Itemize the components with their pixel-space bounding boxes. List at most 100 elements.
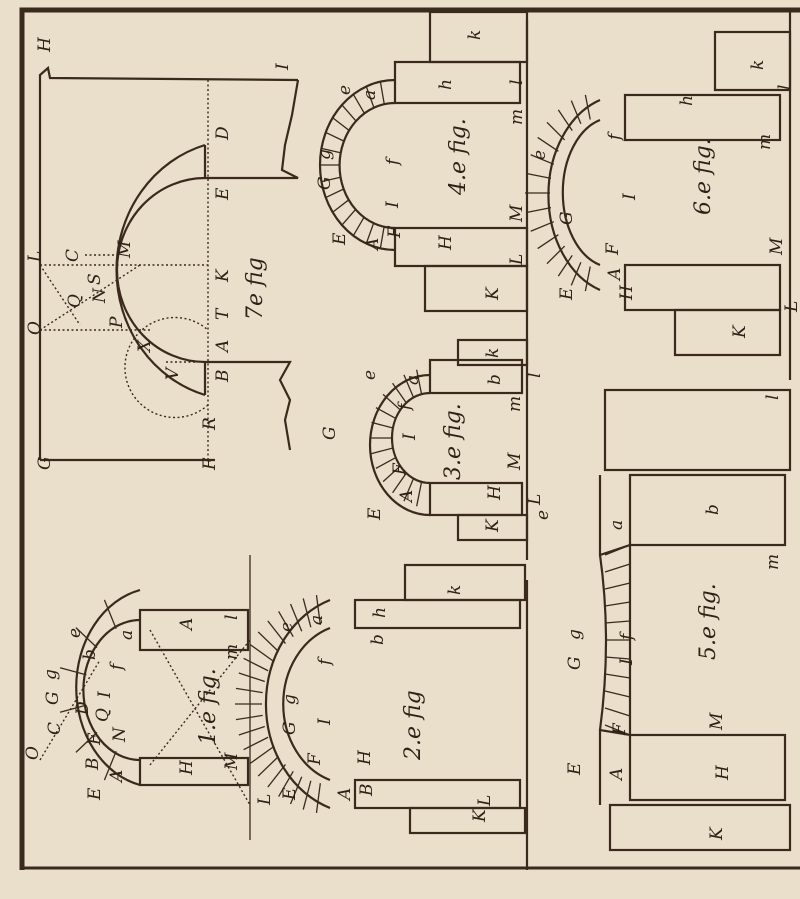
voussoir-joint (526, 172, 552, 180)
fig1-point-label: F (85, 732, 105, 746)
voussoir-joint (375, 456, 397, 469)
caption-fig-3: 3.e fig. (441, 403, 466, 480)
fig4-point-label: a (360, 90, 380, 100)
fig4-point-label: E (330, 232, 350, 246)
fig6-point-label: M (767, 237, 787, 256)
figure-1 (39, 555, 251, 840)
fig3-point-label: b (485, 374, 505, 385)
fig5-point-label: I (617, 658, 637, 666)
voussoir-joint (235, 714, 263, 721)
voussoir-joint (315, 595, 321, 625)
fig2-point-label: h (370, 607, 390, 618)
fig6-point-label: G (557, 211, 577, 225)
voussoir-joint (289, 776, 303, 805)
fig6-point-label: A (605, 268, 625, 282)
fig7-point-label: H (35, 36, 55, 53)
voussoir-joint (604, 563, 631, 573)
fig5-point-label: H (713, 764, 733, 781)
caption-fig-7: 7e fig (243, 257, 268, 320)
fig1-point-label: C (45, 722, 65, 735)
voussoir-joint (403, 478, 415, 502)
caption-fig-4: 4.e fig. (446, 118, 471, 196)
voussoir-joint (604, 690, 631, 698)
voussoir-joint (325, 188, 345, 199)
fig4-point-label: G (315, 176, 335, 190)
fig6-point-label: L (782, 301, 800, 313)
voussoir-joint (315, 783, 321, 813)
voussoir-joint (235, 687, 263, 694)
fig4-point-label: F (385, 225, 405, 239)
voussoir-joint (557, 109, 573, 132)
voussoir-joint (267, 764, 286, 788)
fig1-point-label: f (107, 661, 127, 672)
voussoir-joint (59, 704, 87, 713)
fig1-point-label: Q (93, 708, 113, 722)
voussoir-joint (257, 755, 280, 777)
fig4-point-label: g (315, 149, 335, 160)
fig3-point-label: H (485, 484, 505, 501)
voussoir-joint (604, 601, 631, 607)
voussoir-joint (243, 657, 269, 672)
fig7-point-label: V (163, 366, 183, 380)
fig1-point-label: l (222, 615, 242, 620)
voussoir-joint (278, 611, 294, 638)
voussoir-joint (382, 393, 401, 411)
fig6-point-label: E (557, 287, 577, 301)
fig7-point-label: R (200, 417, 220, 431)
fig4-point-label: f (383, 156, 403, 167)
voussoir-joint (604, 673, 631, 679)
voussoir-joint (249, 644, 274, 662)
voussoir-joint (604, 724, 631, 736)
fig6-point-label: K (730, 324, 750, 339)
fig7-point-label: X (135, 339, 155, 354)
fig7-point-label: Q (65, 294, 85, 308)
voussoir-joint (392, 472, 407, 494)
fig3-point-label: e (360, 370, 380, 380)
fig5-point-label: m (763, 554, 783, 570)
figure-5 (598, 388, 792, 852)
voussoir-joint (302, 598, 312, 628)
fig7-point-label: O (25, 321, 45, 335)
fig2-point-label: B (357, 784, 377, 798)
fig3-point-label: k (483, 348, 503, 358)
fig2-point-label: A (335, 788, 355, 802)
voussoir-joint (243, 736, 269, 751)
fig1-point-label: A (177, 618, 197, 632)
voussoir-joint (365, 86, 375, 108)
fig1-point-label: a (117, 630, 137, 640)
fig2-point-label: K (470, 808, 490, 823)
fig6-point-label: I (620, 193, 640, 201)
fig1-point-label: g (41, 669, 61, 680)
voussoir-joint (546, 245, 566, 265)
voussoir-joint (302, 780, 312, 810)
fig3-point-label: A (397, 490, 417, 504)
voussoir-joint (537, 136, 559, 152)
voussoir-joint (604, 582, 631, 590)
figure-6 (525, 30, 792, 357)
fig5-point-label: l (763, 395, 783, 400)
fig5-point-label: g (565, 629, 585, 640)
figure-4 (318, 10, 529, 313)
voussoir-joint (75, 627, 98, 649)
fig7-point-label: P (107, 316, 127, 329)
fig6-point-label: f (605, 131, 625, 142)
voussoir-joint (379, 225, 385, 249)
fig7-point-label: B (213, 370, 233, 384)
voussoir-joint (604, 544, 631, 556)
fig1-point-label: m (222, 644, 242, 660)
voussoir-joint (278, 770, 294, 797)
fig6-point-label: l (775, 85, 795, 90)
voussoir-joint (238, 672, 265, 683)
fig4-point-label: k (465, 30, 485, 40)
fig2-point-label: e (277, 622, 297, 632)
fig7-point-label: L (25, 251, 45, 263)
fig3-point-label: L (525, 494, 545, 506)
fig1-point-label: b (80, 649, 100, 660)
fig4-point-label: m (507, 109, 527, 125)
fig7-point-label: I (273, 63, 293, 71)
fig7-point-label: A (213, 340, 233, 354)
voussoir-joint (375, 407, 397, 420)
voussoir-joint (352, 216, 366, 237)
fig7-point-label: C (63, 249, 83, 262)
